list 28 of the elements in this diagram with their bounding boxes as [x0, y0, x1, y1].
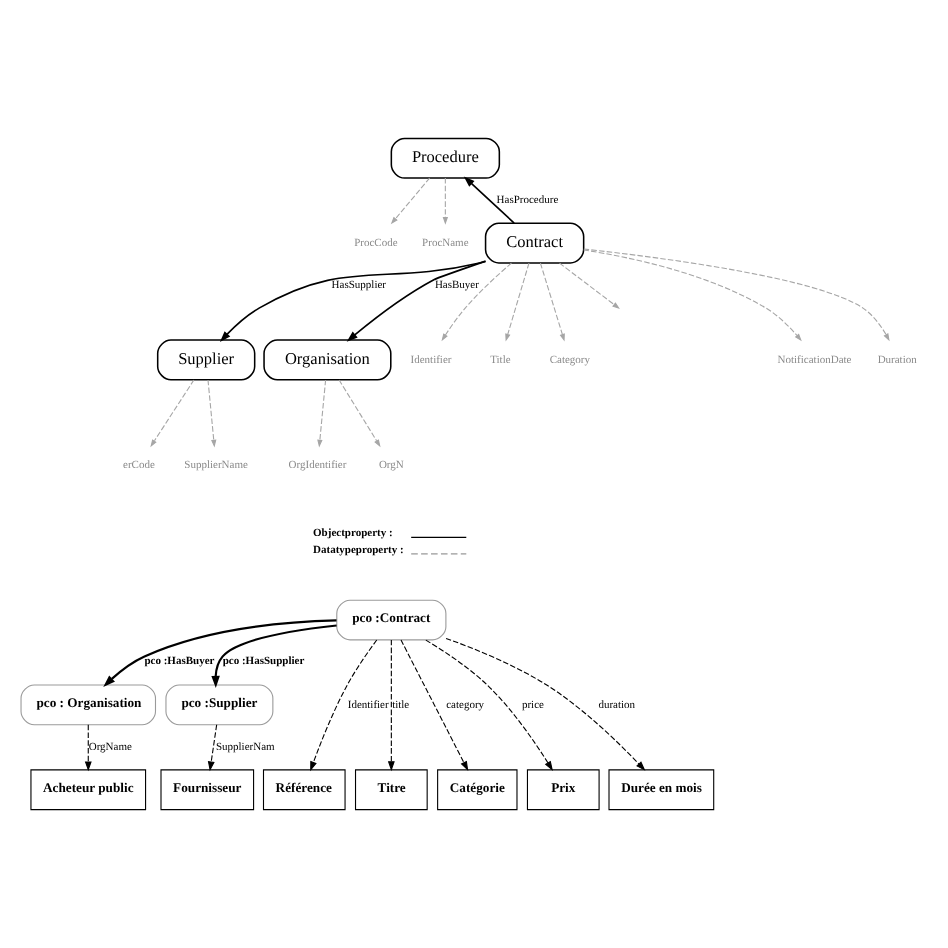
arrow [338, 379, 381, 448]
arrow [387, 639, 395, 772]
arrow [346, 260, 487, 342]
arrow [463, 176, 515, 224]
arrow [400, 639, 469, 772]
arrow [539, 262, 565, 342]
arrow [84, 724, 92, 772]
arrow [425, 639, 553, 771]
node-box: Procedure [390, 137, 501, 179]
node-box: Contract [484, 222, 585, 264]
arrow [583, 249, 802, 342]
node-box: Organisation [263, 339, 392, 381]
arrow [505, 262, 530, 342]
arrow [150, 379, 195, 448]
arrow [207, 379, 217, 448]
arrow [445, 637, 646, 771]
arrow [390, 177, 431, 225]
arrow [559, 262, 620, 309]
arrow [583, 248, 890, 342]
arrow [310, 639, 378, 772]
node-box: Supplier [156, 339, 256, 381]
arrow [317, 379, 327, 448]
arrow [219, 260, 487, 342]
arrow [207, 724, 218, 772]
arrow [211, 624, 337, 688]
arrow [103, 619, 337, 687]
arrow [442, 177, 449, 225]
arrow [441, 262, 512, 342]
